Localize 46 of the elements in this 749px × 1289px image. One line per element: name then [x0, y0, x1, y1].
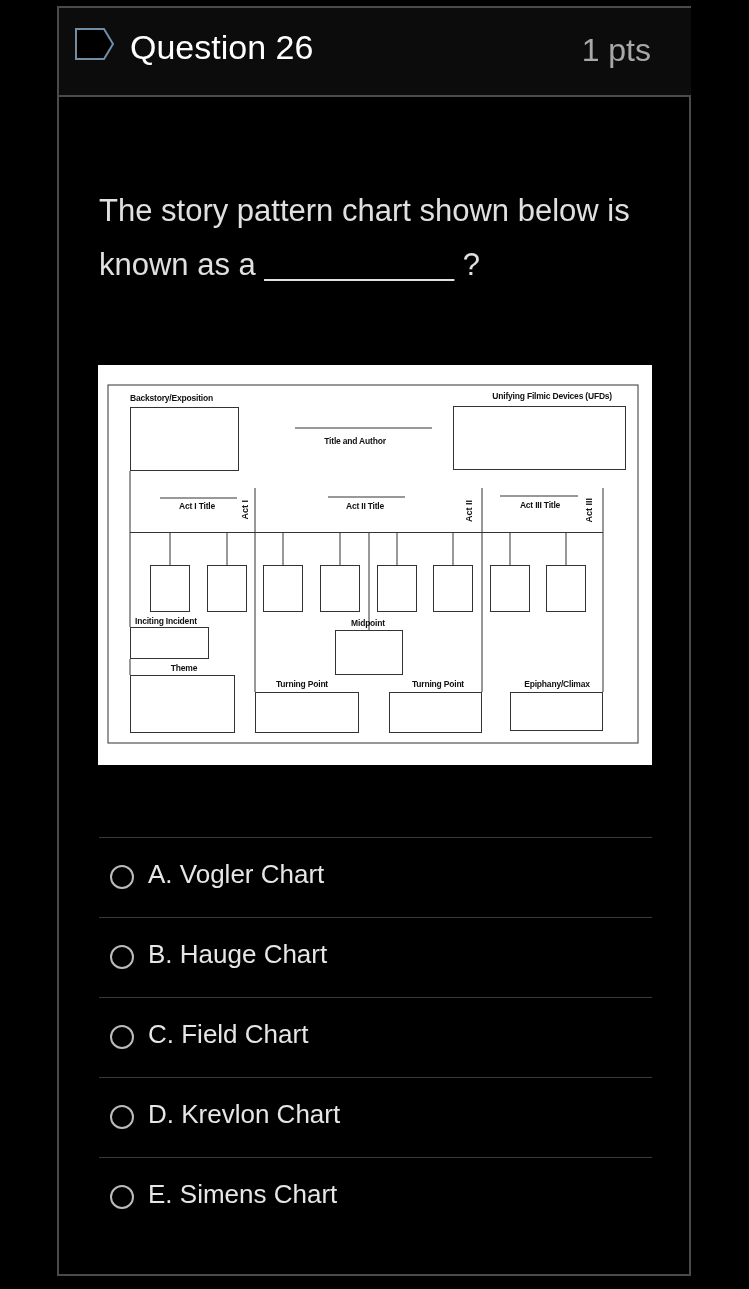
connector-line — [282, 532, 284, 566]
blank-box — [377, 565, 417, 612]
connector-line — [368, 532, 370, 631]
blank-box — [490, 565, 530, 612]
timeline-bar — [130, 532, 603, 533]
blank-box — [263, 565, 303, 612]
connector-line — [452, 532, 454, 566]
field-caption: Act I Title — [179, 501, 215, 511]
box-heading: Midpoint — [351, 618, 385, 628]
answer-option: B. Hauge Chart — [148, 939, 328, 970]
connector-line — [565, 532, 567, 566]
connector-line — [129, 658, 131, 676]
act-label: Act I — [240, 500, 250, 520]
connector-line — [396, 532, 398, 566]
blank-box — [320, 565, 360, 612]
field-caption: Act II Title — [345, 501, 385, 511]
act-label: Act III — [584, 498, 594, 523]
connector-line — [481, 487, 483, 693]
box-heading: Backstory/Exposition — [130, 393, 213, 403]
connector-line — [226, 532, 228, 566]
connector-line — [129, 470, 131, 628]
answer-option: C. Field Chart — [148, 1019, 309, 1050]
field-caption: Act III Title — [519, 500, 561, 510]
box-heading: Unifying Filmic Devices (UFDs) — [492, 391, 612, 401]
box-heading: Theme — [170, 663, 198, 673]
connector-line — [602, 487, 604, 693]
points-value: 1 pts — [581, 32, 651, 69]
blank-box — [207, 565, 247, 612]
connector-line — [169, 532, 171, 566]
answer-option: E. Simens Chart — [148, 1179, 338, 1210]
connector-line — [509, 532, 511, 566]
connector-line — [339, 532, 341, 566]
question-title: Question 26 — [130, 28, 314, 67]
box-heading: Turning Point — [276, 679, 328, 689]
act-label: Act II — [464, 500, 474, 522]
box-heading: Inciting Incident — [135, 616, 197, 626]
answer-option: D. Krevlon Chart — [148, 1099, 341, 1130]
blank-box — [433, 565, 473, 612]
box-heading: Epiphany/Climax — [524, 679, 590, 689]
answer-option: A. Vogler Chart — [148, 859, 325, 890]
blank-box — [546, 565, 586, 612]
blank-box — [150, 565, 190, 612]
connector-line — [254, 487, 256, 693]
question-text: The story pattern chart shown below is known as a ___________ ? — [99, 192, 631, 284]
field-caption: Title and Author — [324, 436, 386, 446]
box-heading: Turning Point — [412, 679, 464, 689]
